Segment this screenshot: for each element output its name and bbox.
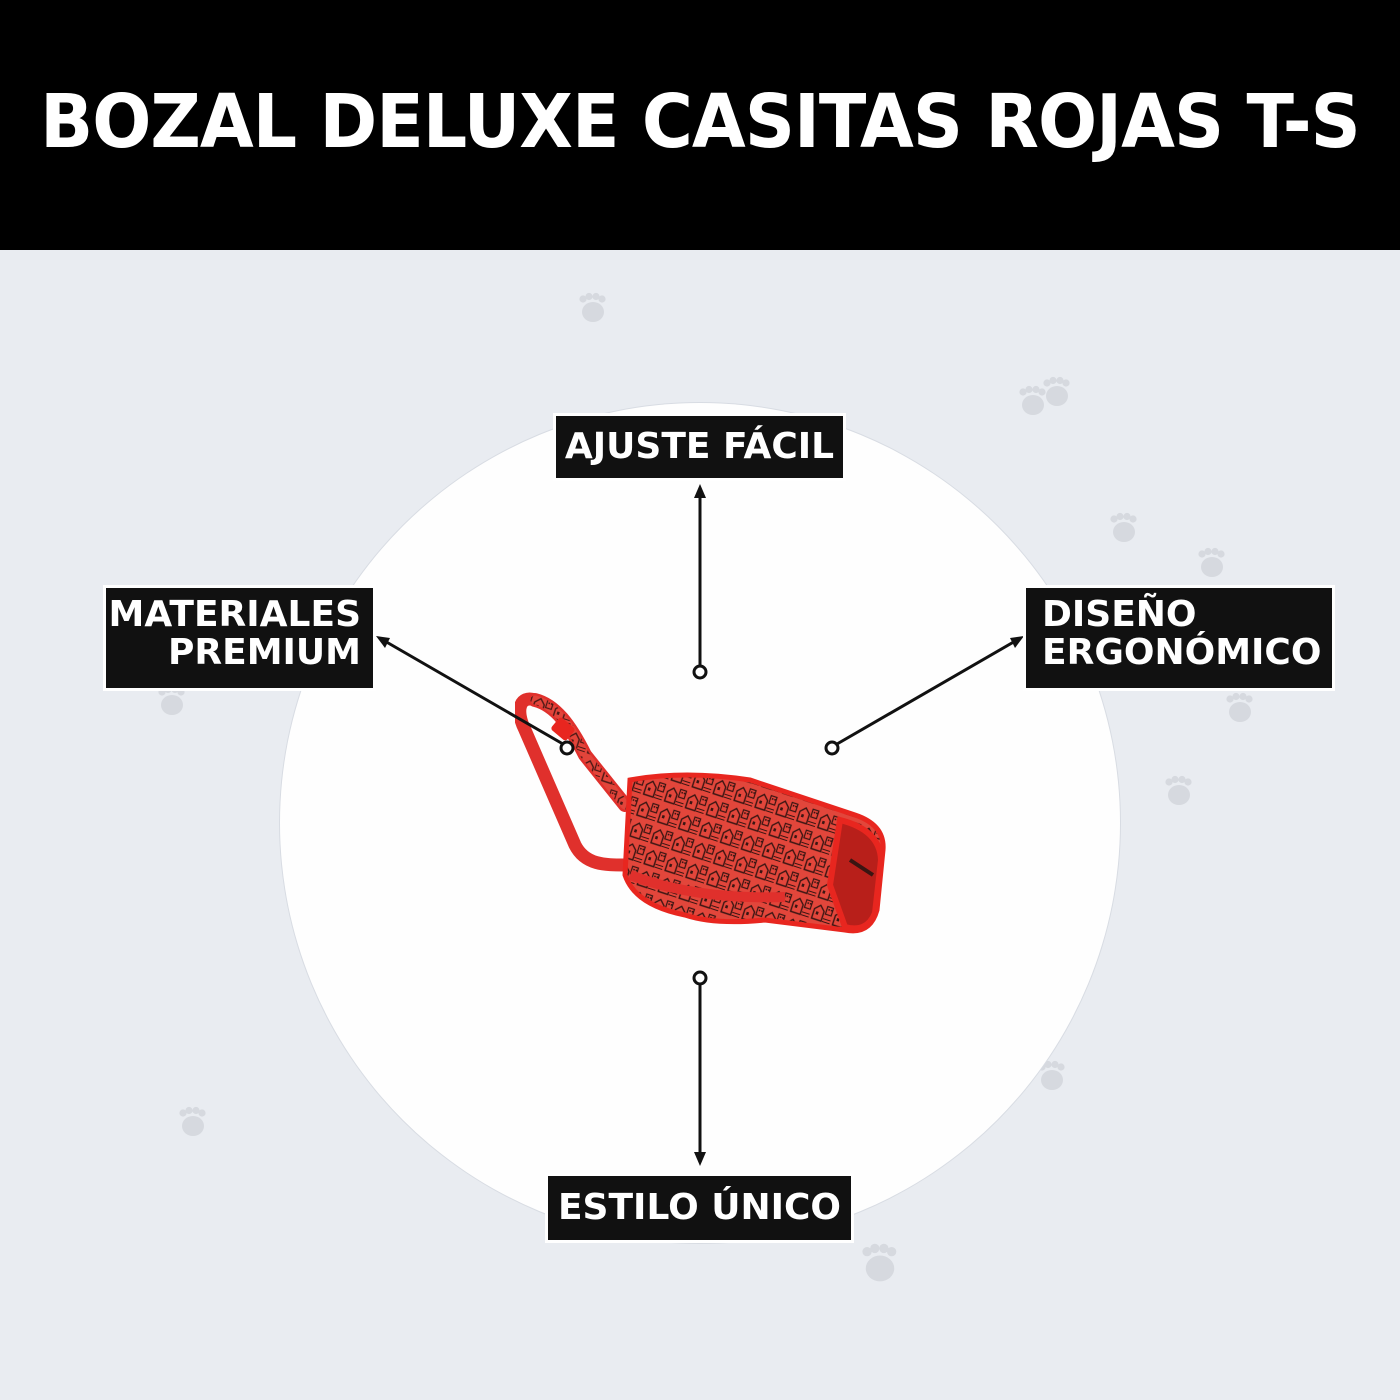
paw-print-icon — [579, 292, 606, 322]
paw-print-icon — [1165, 775, 1192, 805]
callout-ajuste-facil: AJUSTE FÁCIL — [553, 413, 846, 481]
callout-text-line-1: DISEÑO — [1042, 594, 1197, 635]
paw-print-icon — [1198, 547, 1225, 577]
paw-print-icon — [179, 1106, 206, 1136]
paw-print-icon — [1110, 512, 1137, 542]
callout-text: AJUSTE FÁCIL — [564, 426, 835, 468]
header-banner: BOZAL DELUXE CASITAS ROJAS T-S — [0, 0, 1400, 250]
callout-text-line-2: ERGONÓMICO — [1042, 631, 1322, 673]
product-image — [515, 692, 886, 934]
callout-estilo-unico: ESTILO ÚNICO — [545, 1173, 854, 1243]
callout-diseno-ergonomico: DISEÑO ERGONÓMICO — [1023, 585, 1335, 691]
paw-print-icon — [1043, 376, 1070, 406]
paw-print-icon — [1226, 692, 1253, 722]
callout-text-line-2: PREMIUM — [168, 631, 361, 673]
paw-print-icon — [862, 1243, 897, 1282]
callout-materiales-premium: MATERIALES PREMIUM — [103, 585, 376, 691]
callout-text: ESTILO ÚNICO — [557, 1187, 842, 1229]
page-title: BOZAL DELUXE CASITAS ROJAS T-S — [40, 79, 1361, 165]
callout-text-line-1: MATERIALES — [108, 594, 361, 635]
